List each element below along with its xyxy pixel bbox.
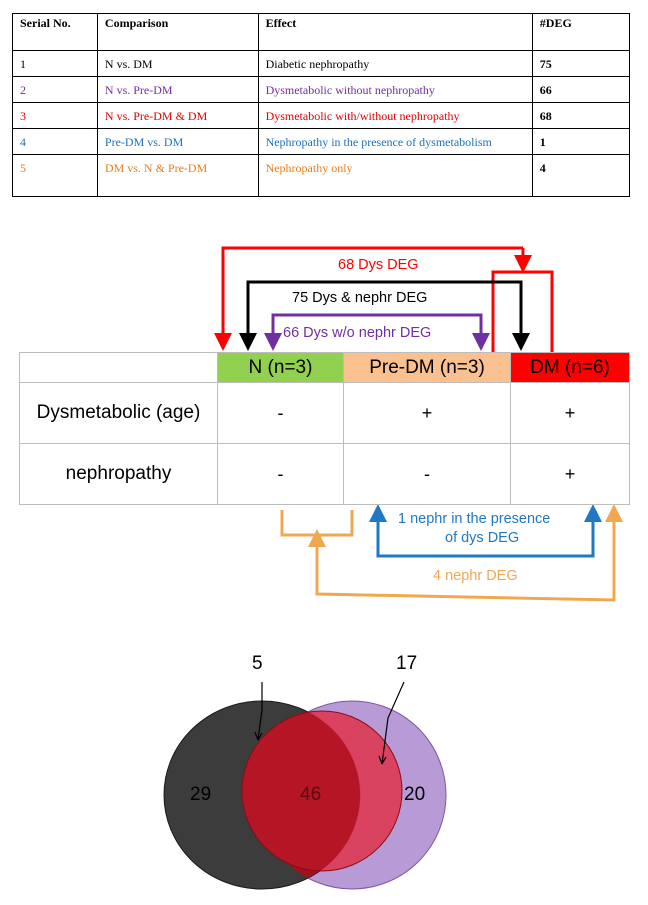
grid-row: Dysmetabolic (age) - + + bbox=[19, 382, 630, 444]
row-comparison: N vs. DM bbox=[96, 50, 259, 77]
group-predm-header: Pre-DM (n=3) bbox=[343, 352, 511, 383]
venn-center: 46 bbox=[300, 784, 322, 805]
purple-arrow-label: 66 Dys w/o nephr DEG bbox=[283, 325, 432, 341]
table-row: 1 N vs. DM Diabetic nephropathy 75 bbox=[12, 50, 631, 77]
row-comparison: N vs. Pre-DM bbox=[96, 76, 259, 103]
group-condition-grid: N (n=3) Pre-DM (n=3) DM (n=6) Dysmetabol… bbox=[19, 352, 630, 505]
orange-arrow-label: 4 nephr DEG bbox=[433, 568, 518, 584]
venn-diagram: 5 17 29 46 20 bbox=[0, 640, 648, 900]
row-effect: Dysmetabolic without nephropathy bbox=[257, 76, 533, 103]
cell-n-dysmetabolic: - bbox=[217, 382, 344, 444]
row-deg: 75 bbox=[531, 50, 631, 77]
blue-arrow-label-line1: 1 nephr in the presence bbox=[398, 511, 551, 527]
row-label-nephropathy: nephropathy bbox=[19, 443, 218, 505]
header-effect: Effect bbox=[257, 13, 533, 51]
row-effect: Dysmetabolic with/without nephropathy bbox=[257, 102, 533, 129]
row-deg: 4 bbox=[531, 154, 631, 197]
cell-n-nephropathy: - bbox=[217, 443, 344, 505]
table-row: 2 N vs. Pre-DM Dysmetabolic without neph… bbox=[12, 76, 631, 103]
callout-left-line bbox=[257, 682, 263, 741]
cell-dm-dysmetabolic: + bbox=[510, 382, 630, 444]
black-arrow-label: 75 Dys & nephr DEG bbox=[292, 290, 428, 306]
cell-predm-nephropathy: - bbox=[343, 443, 511, 505]
red-arrow-label: 68 Dys DEG bbox=[338, 257, 419, 273]
header-deg: #DEG bbox=[531, 13, 631, 51]
comparison-diagram: 68 Dys DEG 75 Dys & nephr DEG 66 Dys w/o… bbox=[0, 230, 648, 610]
row-label-dysmetabolic: Dysmetabolic (age) bbox=[19, 382, 218, 444]
callout-right-line bbox=[381, 681, 405, 765]
arrows-svg bbox=[214, 246, 623, 602]
cell-dm-nephropathy: + bbox=[510, 443, 630, 505]
orange-arrow bbox=[280, 504, 623, 602]
grid-corner-cell bbox=[19, 352, 218, 383]
venn-right-only: 20 bbox=[404, 784, 426, 805]
row-effect: Nephropathy only bbox=[257, 154, 533, 197]
deg-comparison-table: Serial No. Comparison Effect #DEG 1 N vs… bbox=[12, 13, 631, 197]
header-serial: Serial No. bbox=[12, 13, 98, 51]
purple-arrow bbox=[264, 313, 490, 351]
group-n-header: N (n=3) bbox=[217, 352, 344, 383]
venn-callout-right: 17 bbox=[396, 653, 418, 674]
row-comparison: N vs. Pre-DM & DM bbox=[96, 102, 259, 129]
venn-left-only: 29 bbox=[190, 784, 212, 805]
row-serial: 1 bbox=[12, 50, 98, 77]
grid-row: nephropathy - - + bbox=[19, 443, 630, 505]
row-comparison: DM vs. N & Pre-DM bbox=[96, 154, 259, 197]
red-arrow bbox=[214, 246, 554, 352]
group-dm-header: DM (n=6) bbox=[510, 352, 630, 383]
row-deg: 68 bbox=[531, 102, 631, 129]
row-serial: 5 bbox=[12, 154, 98, 197]
row-effect: Diabetic nephropathy bbox=[257, 50, 533, 77]
table-row: 3 N vs. Pre-DM & DM Dysmetabolic with/wi… bbox=[12, 102, 631, 129]
blue-arrow-label-line2: of dys DEG bbox=[445, 530, 520, 546]
row-effect: Nephropathy in the presence of dysmetabo… bbox=[257, 128, 533, 155]
row-comparison: Pre-DM vs. DM bbox=[96, 128, 259, 155]
row-serial: 3 bbox=[12, 102, 98, 129]
row-serial: 4 bbox=[12, 128, 98, 155]
table-row: 4 Pre-DM vs. DM Nephropathy in the prese… bbox=[12, 128, 631, 155]
venn-svg bbox=[163, 681, 447, 890]
row-deg: 66 bbox=[531, 76, 631, 103]
blue-arrow bbox=[369, 504, 602, 558]
row-deg: 1 bbox=[531, 128, 631, 155]
venn-callout-left: 5 bbox=[252, 653, 263, 674]
table-row: 5 DM vs. N & Pre-DM Nephropathy only 4 bbox=[12, 154, 631, 197]
grid-header-row: N (n=3) Pre-DM (n=3) DM (n=6) bbox=[19, 352, 630, 383]
table-header-row: Serial No. Comparison Effect #DEG bbox=[12, 13, 631, 51]
header-comparison: Comparison bbox=[96, 13, 259, 51]
cell-predm-dysmetabolic: + bbox=[343, 382, 511, 444]
black-arrow bbox=[239, 280, 530, 351]
row-serial: 2 bbox=[12, 76, 98, 103]
